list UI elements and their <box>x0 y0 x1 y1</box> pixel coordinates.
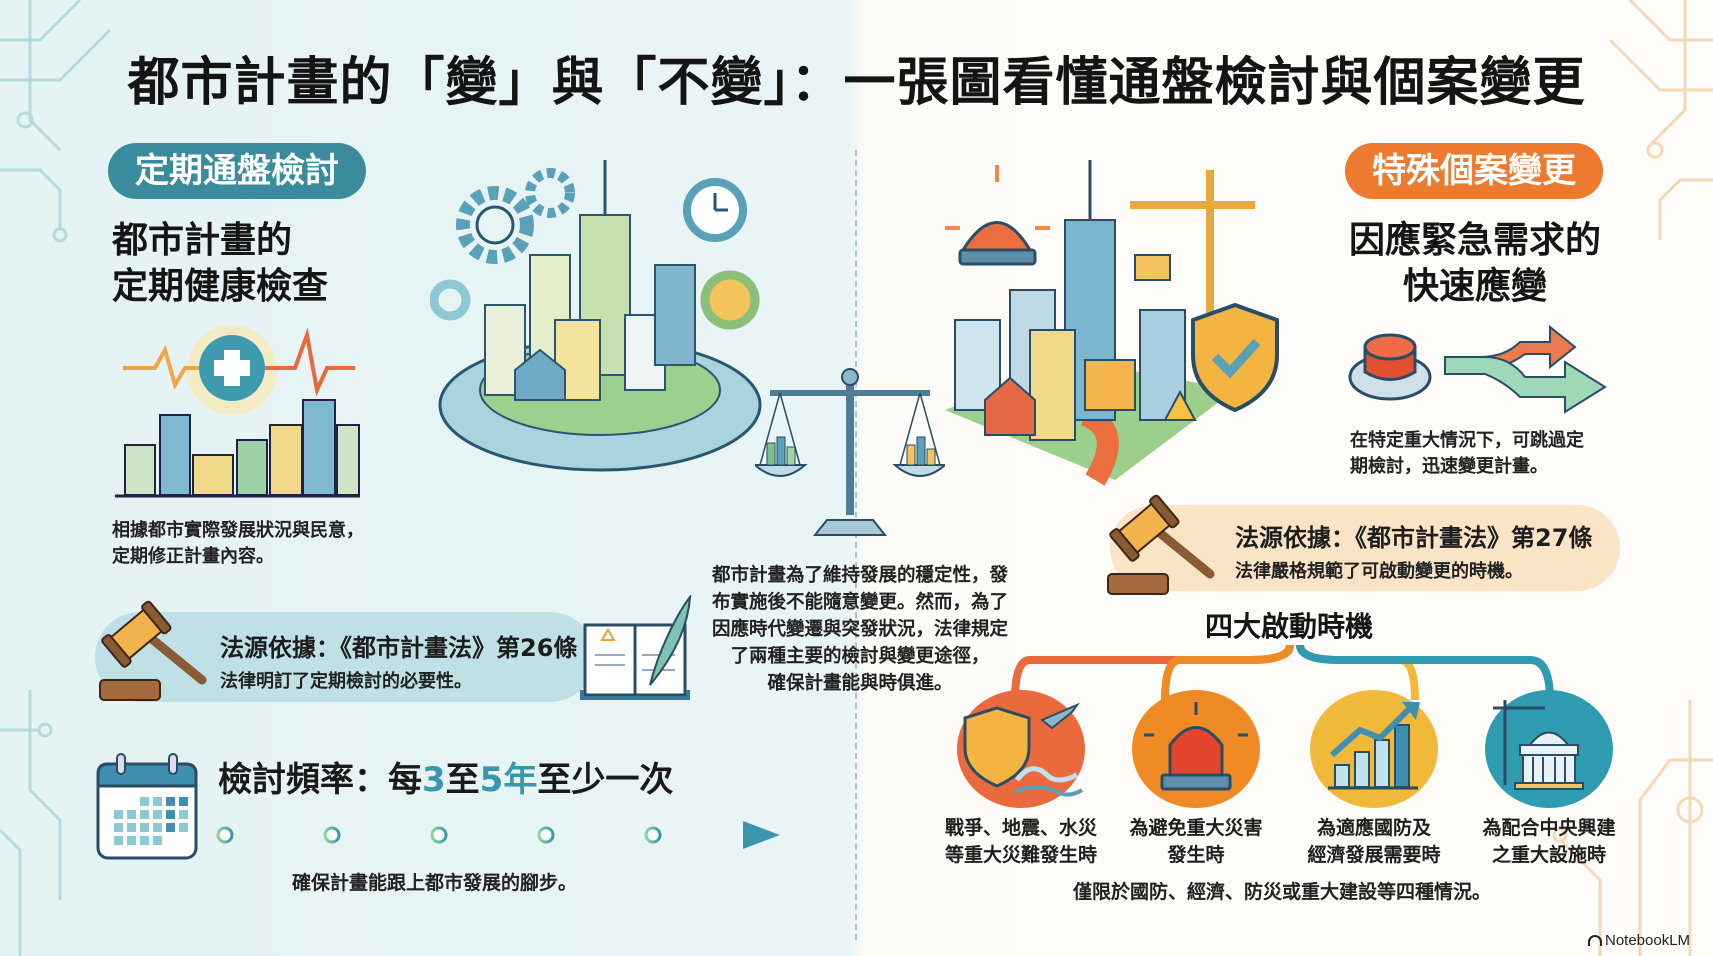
trigger-1-label: 戰爭、地震、水災 等重大災難發生時 <box>935 815 1107 869</box>
trigger-1-line2: 等重大災難發生時 <box>944 844 1097 866</box>
law-subtitle-right: 法律嚴格規範了可啟動變更的時機。 <box>1235 561 1523 582</box>
left-description-line2: 定期修正計畫內容。 <box>112 546 274 567</box>
right-description-line1: 在特定重大情況下，可跳過定 <box>1350 430 1584 451</box>
shield-check-icon <box>1191 302 1279 413</box>
trigger-1-circle <box>957 690 1085 808</box>
center-divider <box>855 150 857 940</box>
trigger-3-line2: 經濟發展需要時 <box>1307 844 1441 866</box>
trigger-4-circle <box>1485 690 1613 808</box>
trigger-4-line1: 為配合中央興建 <box>1482 817 1616 839</box>
right-heading-line2: 快速應變 <box>1402 266 1547 307</box>
city-health-check-icon <box>115 325 360 498</box>
trigger-2-line1: 為避免重大災害 <box>1129 817 1263 839</box>
gavel-icon-right <box>1107 494 1215 595</box>
balance-scale-icon <box>755 368 945 536</box>
center-line-5: 確保計畫能與時俱進。 <box>767 673 953 694</box>
frequency-unit: 年 <box>503 760 538 800</box>
trigger-4-label: 為配合中央興建 之重大設施時 <box>1463 815 1635 869</box>
timeline-caption: 確保計畫能跟上都市發展的腳步。 <box>292 872 578 894</box>
right-description: 在特定重大情況下，可跳過定 期檢討，迅速變更計畫。 <box>1350 428 1584 480</box>
page-title: 都市計畫的「變」與「不變」：一張圖看懂通盤檢討與個案變更 <box>127 53 1586 113</box>
right-description-line2: 期檢討，迅速變更計畫。 <box>1350 456 1548 477</box>
gear-city-illustration <box>430 160 762 472</box>
trigger-2-label: 為避免重大災害 發生時 <box>1110 815 1282 869</box>
law-book-quill-icon <box>580 595 692 700</box>
center-line-4: 了兩種主要的檢討與變更途徑， <box>730 646 990 667</box>
law-title-left: 法源依據：《都市計畫法》第26條 <box>220 634 578 662</box>
trigger-2-line2: 發生時 <box>1167 844 1225 866</box>
left-description: 相據都市實際發展狀況與民意， 定期修正計畫內容。 <box>112 518 364 570</box>
triggers-connector <box>1011 644 1554 701</box>
shield-wave-icon <box>963 702 1084 797</box>
review-frequency: 檢討頻率：每3至5年至少一次 <box>218 752 673 801</box>
badge-regular-review: 定期通盤檢討 <box>108 143 366 199</box>
trigger-4-line2: 之重大設施時 <box>1491 844 1606 866</box>
four-triggers-title: 四大啟動時機 <box>1205 610 1374 643</box>
center-line-2: 布實施後不能隨意變更。然而，為了 <box>711 592 1008 613</box>
left-heading-line2: 定期健康檢查 <box>112 266 329 307</box>
law-basis-left: 法源依據：《都市計畫法》第26條 法律明訂了定期檢討的必要性。 <box>220 628 577 693</box>
frequency-prefix: 檢討頻率：每 <box>218 760 422 800</box>
left-heading-line1: 都市計畫的 <box>112 220 293 261</box>
frequency-min-years: 3 <box>422 760 446 800</box>
right-heading: 因應緊急需求的 快速應變 <box>1330 218 1620 310</box>
left-heading: 都市計畫的 定期健康檢查 <box>112 218 328 310</box>
trigger-3-circle <box>1310 690 1438 808</box>
gavel-icon <box>99 600 207 701</box>
notebooklm-logo-icon <box>1588 935 1602 946</box>
frequency-mid: 至 <box>445 760 480 800</box>
trigger-2-circle <box>1132 690 1260 808</box>
emergency-city-illustration <box>945 160 1255 486</box>
alarm-siren-icon <box>1144 702 1248 791</box>
right-heading-line1: 因應緊急需求的 <box>1348 220 1601 261</box>
trigger-3-line1: 為適應國防及 <box>1316 817 1431 839</box>
center-explanation: 都市計畫為了維持發展的穩定性，發 布實施後不能隨意變更。然而，為了 因應時代變遷… <box>700 562 1020 697</box>
growth-chart-icon <box>1328 702 1420 790</box>
badge-special-amendment: 特殊個案變更 <box>1345 143 1603 199</box>
brand-label: NotebookLM <box>1605 932 1691 949</box>
frequency-max-years: 5 <box>479 760 504 800</box>
calendar-icon <box>96 753 198 860</box>
timeline-arrow <box>216 817 780 853</box>
center-line-1: 都市計畫為了維持發展的穩定性，發 <box>711 565 1008 586</box>
law-basis-box-article-27 <box>1110 505 1620 591</box>
trigger-1-line1: 戰爭、地震、水災 <box>944 817 1097 839</box>
center-line-3: 因應時代變遷與突發狀況，法律規定 <box>711 619 1008 640</box>
triggers-footer-note: 僅限於國防、經濟、防災或重大建設等四種情況。 <box>1073 881 1492 903</box>
law-subtitle-left: 法律明訂了定期檢討的必要性。 <box>220 671 472 692</box>
emergency-button-fork-arrow-icon <box>1348 324 1607 414</box>
law-basis-right: 法源依據：《都市計畫法》第27條 法律嚴格規範了可啟動變更的時機。 <box>1235 518 1592 583</box>
notebooklm-brand: NotebookLM <box>1588 932 1690 949</box>
government-building-icon <box>1493 700 1584 790</box>
left-description-line1: 相據都市實際發展狀況與民意， <box>112 520 364 541</box>
law-title-right: 法源依據：《都市計畫法》第27條 <box>1235 524 1593 552</box>
frequency-suffix: 至少一次 <box>537 760 674 800</box>
trigger-3-label: 為適應國防及 經濟發展需要時 <box>1288 815 1460 869</box>
